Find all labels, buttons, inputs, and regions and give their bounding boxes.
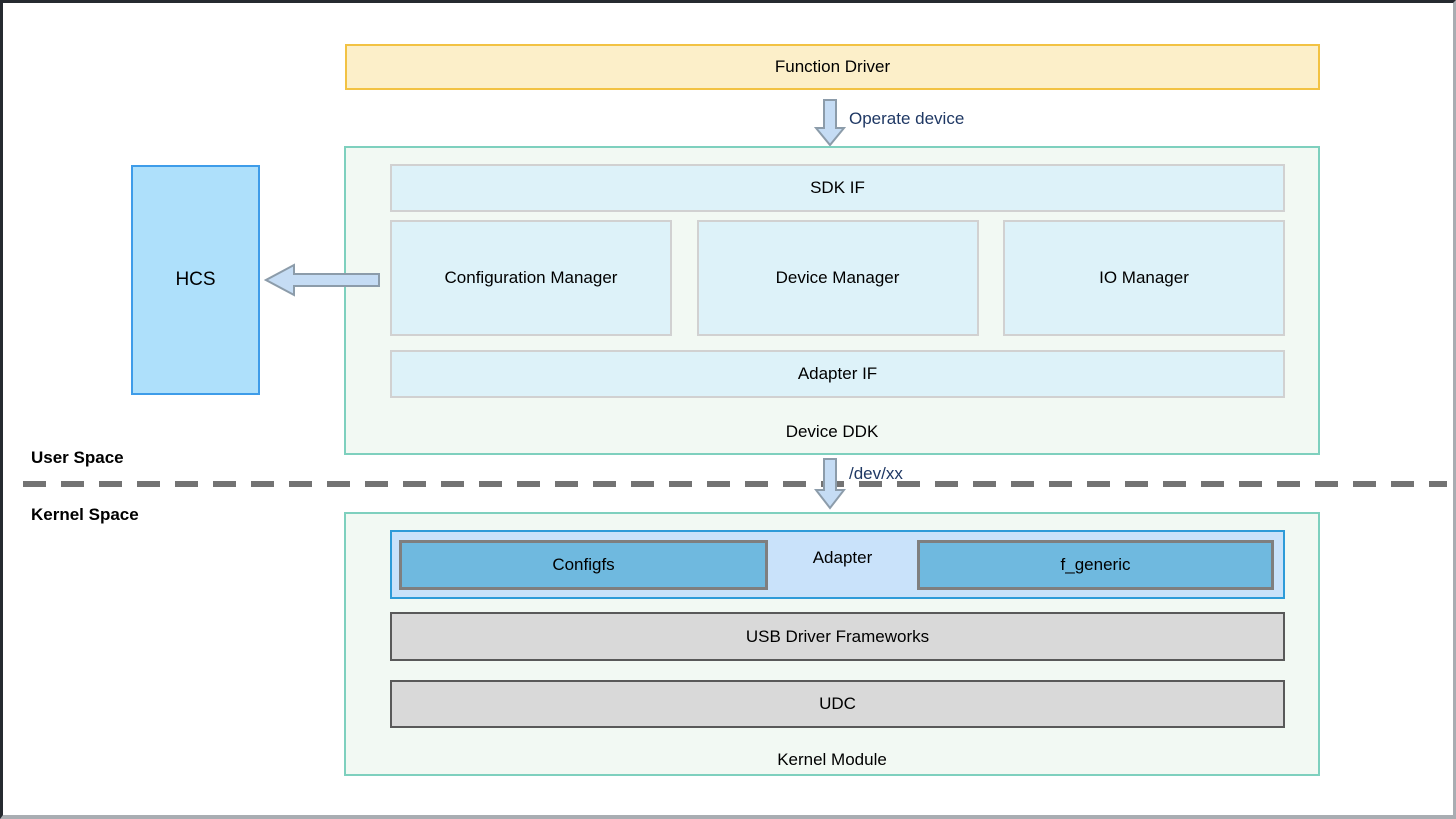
manager-row: Configuration Manager Device Manager IO … (390, 220, 1285, 336)
down-arrow-dev-xx-icon (814, 458, 846, 510)
device-ddk-container: SDK IF Configuration Manager Device Mana… (344, 146, 1320, 455)
io-manager-label: IO Manager (1099, 268, 1189, 287)
io-manager-box: IO Manager (1003, 220, 1285, 336)
sdk-if-box: SDK IF (390, 164, 1285, 212)
adapter-box: Configfs Adapter f_generic (390, 530, 1285, 599)
kernel-module-caption: Kernel Module (777, 750, 887, 769)
down-arrow-operate-device-icon (814, 99, 846, 147)
hcs-label: HCS (175, 269, 216, 290)
device-ddk-caption: Device DDK (785, 422, 879, 441)
function-driver-box: Function Driver (345, 44, 1320, 90)
adapter-if-box: Adapter IF (390, 350, 1285, 398)
left-arrow-to-hcs-icon (264, 263, 380, 297)
f-generic-label: f_generic (1060, 554, 1131, 574)
udc-box: UDC (390, 680, 1285, 728)
device-manager-box: Device Manager (696, 220, 979, 336)
f-generic-box: f_generic (917, 539, 1274, 590)
adapter-if-label: Adapter IF (797, 364, 878, 383)
user-space-label: User Space (31, 448, 124, 467)
operate-device-label: Operate device (849, 109, 965, 128)
sdk-if-label: SDK IF (810, 178, 865, 197)
kernel-space-label: Kernel Space (31, 505, 139, 524)
function-driver-label: Function Driver (774, 57, 891, 76)
configuration-manager-label: Configuration Manager (444, 268, 618, 287)
device-manager-label: Device Manager (775, 268, 900, 287)
kernel-module-container: Configfs Adapter f_generic USB Driver Fr… (344, 512, 1320, 776)
usb-driver-frameworks-label: USB Driver Frameworks (745, 626, 930, 646)
usb-driver-frameworks-box: USB Driver Frameworks (390, 612, 1285, 661)
adapter-caption: Adapter (812, 547, 873, 567)
udc-label: UDC (819, 694, 856, 713)
space-divider-dashed-line (23, 481, 1447, 487)
configfs-box: Configfs (399, 539, 768, 590)
hcs-box: HCS (131, 165, 260, 395)
configuration-manager-box: Configuration Manager (390, 220, 672, 336)
dev-xx-label: /dev/xx (849, 464, 903, 483)
configfs-label: Configfs (552, 554, 615, 574)
